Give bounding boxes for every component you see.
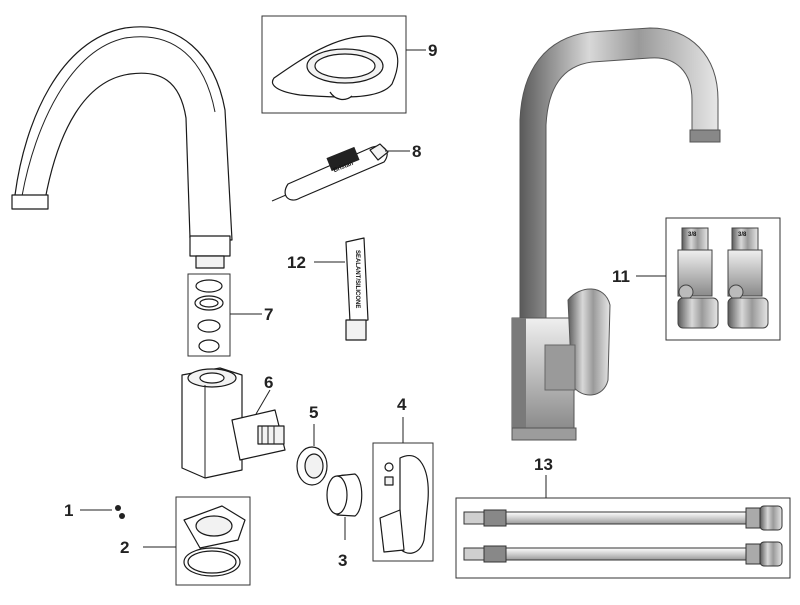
assembled-mixer-tap [511,27,721,441]
isolation-valves-part: 3/8 3/8 [665,217,781,341]
hose-1 [463,505,783,531]
flexible-hoses-part [455,497,791,579]
base-plate-part [175,496,251,586]
callout-1: 1 [64,501,73,520]
callout-8: 8 [412,142,421,161]
handle-part [372,442,434,562]
callout-9: 9 [428,41,437,60]
callout-2: 2 [120,538,129,557]
hex-key-tool-part: Bristan [271,143,389,202]
tube-marking: SEALANT/SILICONE [354,250,360,308]
callout-6: 6 [264,373,273,392]
sealant-tube-part: SEALANT/SILICONE [345,237,369,341]
callout-13: 13 [534,455,553,474]
callout-3: 3 [338,551,347,570]
sleeve-part [326,473,363,517]
grub-screw-part [115,505,125,519]
valve-marking-1: 3/8 [688,232,697,238]
callout-12: 12 [287,253,306,272]
valve-marking-2: 3/8 [738,232,747,238]
callout-7: 7 [264,305,273,324]
o-ring-set-part [187,273,231,357]
base-gasket-part [261,15,407,114]
callout-4: 4 [397,395,407,414]
spout-part [11,26,233,269]
callout-5: 5 [309,403,318,422]
leader-6 [255,389,271,415]
tap-body-part [181,367,286,479]
hose-2 [463,541,783,567]
retaining-nut-part [296,446,328,486]
callout-11: 11 [612,267,630,286]
